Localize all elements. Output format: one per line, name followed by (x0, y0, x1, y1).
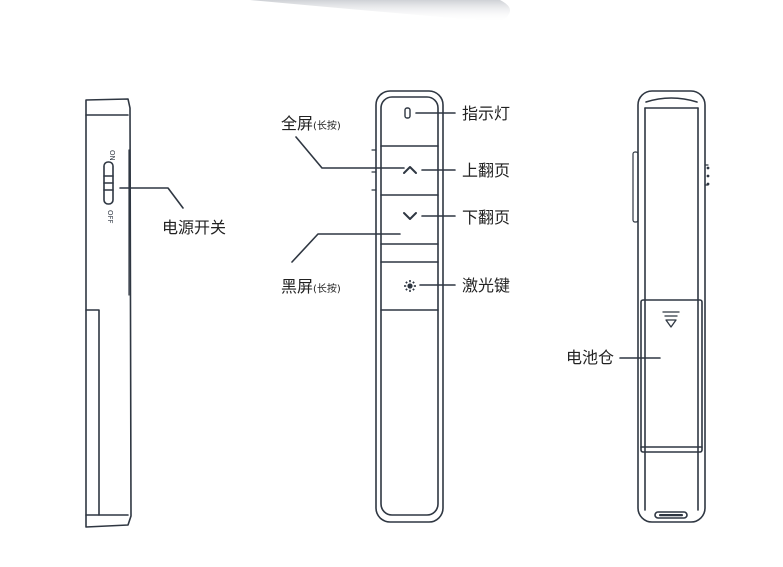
top-shadow (250, 0, 510, 22)
fullscreen-leader (295, 136, 405, 169)
back-view (619, 90, 709, 523)
chevron-down-icon (403, 212, 417, 220)
laser-label: 激光键 (462, 276, 511, 295)
indicator-light-icon (404, 107, 411, 119)
chevron-up-icon (403, 166, 417, 174)
battery-cover (640, 299, 703, 453)
fullscreen-label: 全屏(长按) (281, 114, 341, 137)
blackscreen-leader (291, 233, 401, 263)
page-up-label: 上翻页 (462, 161, 511, 180)
power-switch-label: 电源开关 (162, 218, 227, 237)
laser-sun-icon (404, 280, 416, 292)
front-view (291, 90, 456, 523)
battery-arrow-icon (662, 311, 680, 328)
switch-on-mark: ON (108, 150, 116, 161)
power-switch (103, 161, 114, 205)
switch-off-mark: OFF (106, 210, 114, 224)
indicator-label: 指示灯 (462, 104, 511, 123)
page-down-label: 下翻页 (462, 208, 511, 227)
power-switch-leader (119, 187, 184, 209)
blackscreen-note: (长按) (313, 284, 341, 295)
side-view (85, 98, 184, 528)
blackscreen-text: 黑屏 (281, 277, 314, 296)
fullscreen-note: (长按) (313, 121, 341, 132)
blackscreen-label: 黑屏(长按) (281, 277, 341, 300)
battery-label: 电池仓 (566, 348, 615, 367)
fullscreen-text: 全屏 (281, 114, 314, 133)
